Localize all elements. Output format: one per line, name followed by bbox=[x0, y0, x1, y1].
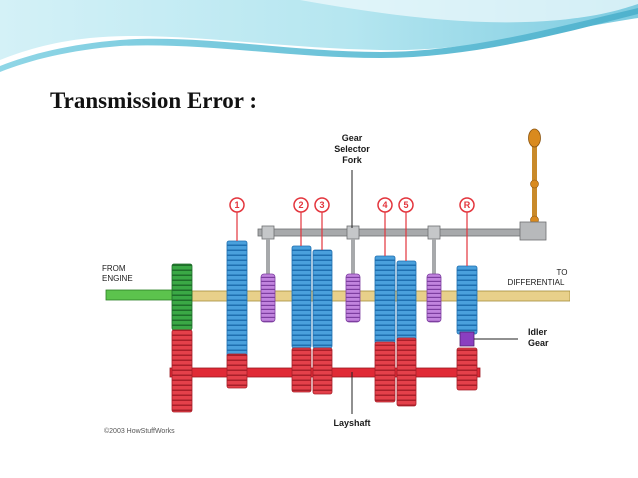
idler-gear-label-line1: Idler bbox=[528, 327, 548, 337]
fork-1-2-arm bbox=[266, 239, 270, 275]
lay-gear-2 bbox=[291, 347, 312, 393]
fork-3-4-arm bbox=[351, 239, 355, 275]
idler-gear-label-line2: Gear bbox=[528, 338, 549, 348]
gear-number-markers: 1 2 3 4 5 R bbox=[229, 197, 475, 266]
collar-5-r bbox=[426, 273, 442, 323]
main-gear-4 bbox=[374, 255, 396, 345]
transmission-diagram: 1 2 3 4 5 R Gear Selector Fork FROM ENGI… bbox=[100, 126, 570, 438]
lay-gear-input bbox=[171, 329, 193, 413]
gear-number-2: 2 bbox=[298, 200, 303, 210]
selector-rail bbox=[257, 228, 529, 237]
gear-number-4: 4 bbox=[382, 200, 387, 210]
from-engine-label-line1: FROM bbox=[102, 264, 126, 273]
lever-housing bbox=[519, 221, 547, 241]
gear-4-marker bbox=[377, 197, 393, 213]
main-gear-r bbox=[456, 265, 478, 335]
input-gear bbox=[171, 263, 193, 331]
gear-number-1: 1 bbox=[234, 200, 239, 210]
lever-joint-1 bbox=[530, 179, 539, 189]
collar-1-2 bbox=[260, 273, 276, 323]
lever-knob bbox=[528, 128, 541, 148]
gear-r-marker bbox=[459, 197, 475, 213]
idler-gear bbox=[459, 331, 475, 347]
lay-gear-1 bbox=[226, 353, 248, 389]
to-differential-label-line1: TO bbox=[557, 268, 568, 277]
main-gear-5 bbox=[396, 260, 417, 342]
gear-number-5: 5 bbox=[403, 200, 408, 210]
main-gear-2 bbox=[291, 245, 312, 349]
selector-fork-label-line2: Selector bbox=[334, 144, 370, 154]
header-wave-highlight bbox=[300, 0, 638, 23]
lay-gear-4 bbox=[374, 341, 396, 403]
fork-1-2 bbox=[261, 225, 275, 240]
layshaft-label: Layshaft bbox=[333, 418, 370, 428]
gear-number-3: 3 bbox=[319, 200, 324, 210]
main-gear-1 bbox=[226, 240, 248, 358]
main-gear-3 bbox=[312, 249, 333, 349]
to-differential-label-line2: DIFFERENTIAL bbox=[508, 278, 565, 287]
diagram-frame bbox=[100, 126, 570, 438]
input-shaft bbox=[105, 289, 177, 301]
gear-number-r: R bbox=[464, 200, 471, 210]
gear-3-marker bbox=[314, 197, 330, 213]
lay-gear-r bbox=[456, 347, 478, 391]
lay-gear-5 bbox=[396, 337, 417, 407]
fork-3-4 bbox=[346, 225, 360, 240]
slide-title: Transmission Error : bbox=[50, 88, 258, 113]
collar-3-4 bbox=[345, 273, 361, 323]
gear-2-marker bbox=[293, 197, 309, 213]
lay-gear-3 bbox=[312, 347, 333, 395]
fork-5-r bbox=[427, 225, 441, 240]
header-wave-dark bbox=[0, 8, 638, 72]
fork-5-r-arm bbox=[432, 239, 436, 275]
selector-fork-label-line3: Fork bbox=[342, 155, 362, 165]
copyright-label: ©2003 HowStuffWorks bbox=[104, 427, 175, 435]
from-engine-label-line2: ENGINE bbox=[102, 274, 133, 283]
gear-5-marker bbox=[398, 197, 414, 213]
selector-fork-label-line1: Gear bbox=[342, 133, 363, 143]
gear-1-marker bbox=[229, 197, 245, 213]
